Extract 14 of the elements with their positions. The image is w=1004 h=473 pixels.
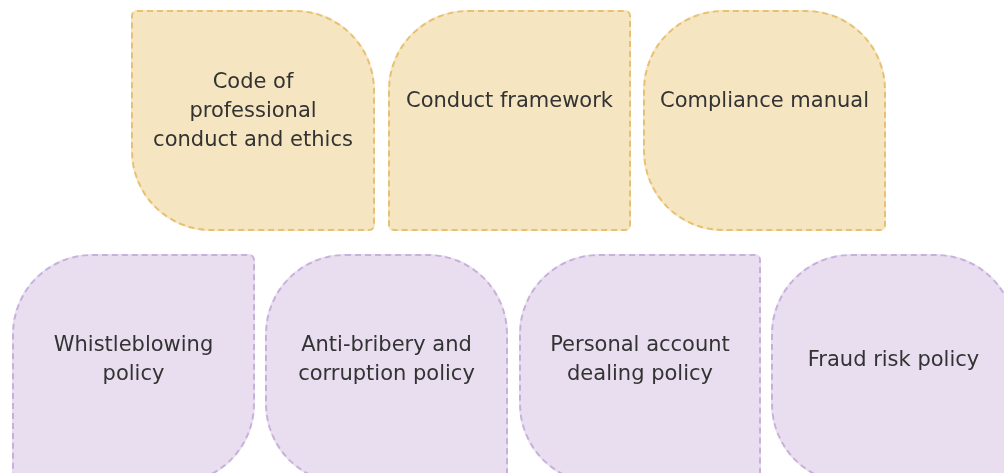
card-text: Anti-bribery and corruption policy	[297, 331, 476, 387]
policy-card	[519, 254, 761, 473]
card-text: Conduct framework	[405, 87, 614, 114]
card-text: Compliance manual	[659, 87, 870, 114]
card-text: Personal account dealing policy	[549, 331, 731, 387]
policy-card	[265, 254, 508, 473]
policy-card	[12, 254, 255, 473]
policy-card	[131, 10, 375, 231]
policy-card	[771, 254, 1004, 473]
card-text: Fraud risk policy	[806, 345, 981, 373]
policy-card	[388, 10, 631, 231]
card-text: Code of professional conduct and ethics	[152, 68, 354, 153]
policy-card	[643, 10, 886, 231]
card-text: Whistleblowing policy	[52, 331, 215, 387]
